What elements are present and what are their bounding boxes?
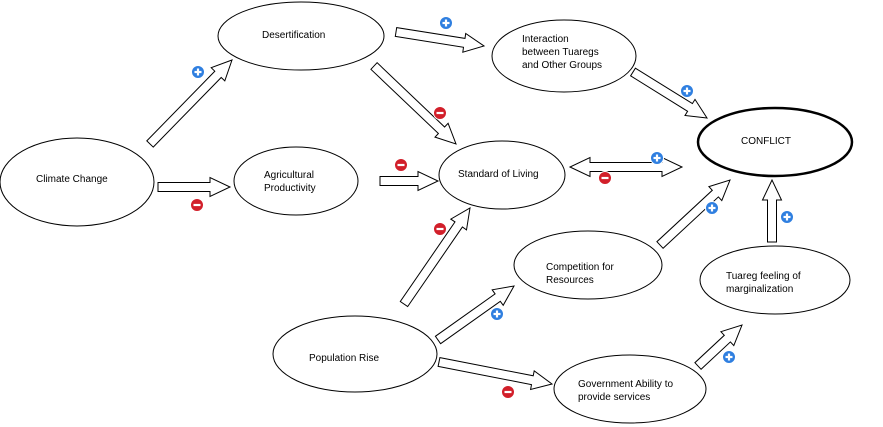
node-desertification-label-line1: Desertification — [262, 30, 325, 41]
arrow-interaction-to-conflict — [629, 67, 708, 119]
arrow-standard-conflict-bidirectional — [568, 156, 684, 178]
sign-interaction-conflict — [680, 84, 694, 98]
node-tuareg-feeling-label-line1: Tuareg feeling of — [726, 271, 801, 282]
sign-conflict-standard-negative — [598, 171, 612, 185]
sign-competition-conflict — [705, 201, 719, 215]
arrow-desertification-to-standard — [370, 61, 457, 145]
node-desertification: Desertification — [217, 1, 385, 71]
arrow-climate-to-agricultural — [157, 176, 232, 198]
node-population-rise: Population Rise — [272, 315, 438, 393]
node-climate-change-label-line1: Climate Change — [36, 174, 108, 185]
sign-population-government — [501, 385, 515, 399]
arrows-layer — [146, 27, 783, 391]
node-interaction-label-line3: and Other Groups — [522, 60, 602, 71]
node-conflict: CONFLICT — [696, 106, 854, 178]
arrow-population-to-competition — [434, 285, 515, 345]
arrow-government-to-tuareg — [694, 324, 743, 371]
node-standard-of-living: Standard of Living — [438, 140, 566, 210]
arrow-agricultural-to-standard — [379, 170, 440, 192]
arrow-tuareg-to-conflict — [761, 178, 783, 243]
node-standard-of-living-label-line1: Standard of Living — [458, 169, 539, 180]
node-conflict-label-line1: CONFLICT — [741, 136, 791, 147]
node-interaction-label-line2: between Tuaregs — [522, 47, 599, 58]
sign-desertification-interaction — [439, 16, 453, 30]
node-population-rise-label-line1: Population Rise — [309, 353, 379, 364]
node-government-ability: Government Ability to provide services — [553, 354, 707, 424]
sign-agricultural-standard — [394, 158, 408, 172]
sign-tuareg-conflict — [780, 210, 794, 224]
node-agricultural-productivity: Agricultural Productivity — [233, 146, 359, 216]
node-competition: Competition for Resources — [513, 230, 663, 300]
node-interaction-label-line1: Interaction — [522, 34, 569, 45]
node-agricultural-productivity-label-line1: Agricultural — [264, 170, 314, 181]
arrow-population-to-standard — [399, 207, 471, 308]
node-competition-label-line2: Resources — [546, 275, 594, 286]
sign-climate-desertification — [191, 65, 205, 79]
sign-population-competition — [490, 307, 504, 321]
sign-population-standard — [433, 222, 447, 236]
node-interaction: Interaction between Tuaregs and Other Gr… — [491, 19, 637, 93]
arrow-climate-to-desertification — [146, 59, 233, 148]
sign-desertification-standard — [433, 106, 447, 120]
arrow-desertification-to-interaction — [394, 27, 486, 53]
node-government-ability-label-line1: Government Ability to — [578, 379, 673, 390]
arrow-competition-to-conflict — [656, 179, 731, 250]
sign-government-tuareg — [722, 350, 736, 364]
node-tuareg-feeling: Tuareg feeling of marginalization — [699, 245, 851, 315]
sign-climate-agricultural — [190, 198, 204, 212]
node-climate-change: Climate Change — [0, 137, 155, 227]
sign-standard-conflict-positive — [650, 151, 664, 165]
node-competition-label-line1: Competition for — [546, 262, 614, 273]
node-tuareg-feeling-label-line2: marginalization — [726, 284, 793, 295]
signs-layer — [190, 16, 794, 399]
node-agricultural-productivity-label-line2: Productivity — [264, 183, 316, 194]
arrow-population-to-government — [437, 357, 554, 391]
node-government-ability-label-line2: provide services — [578, 392, 650, 403]
